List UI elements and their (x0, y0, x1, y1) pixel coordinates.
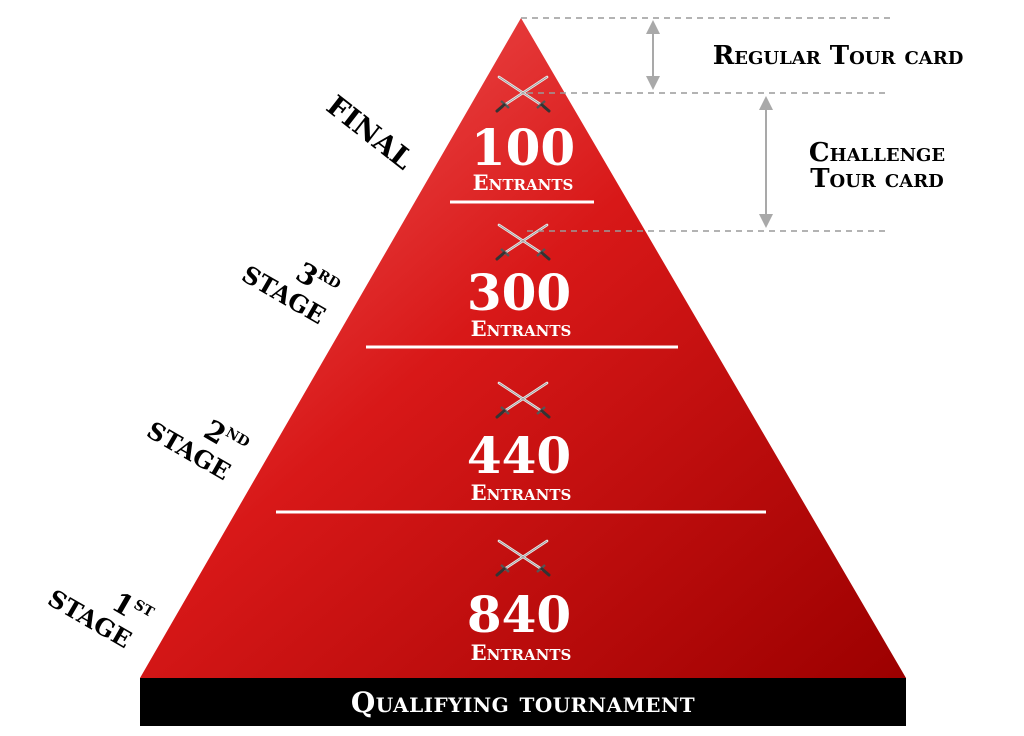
unit-first: Entrants (471, 640, 572, 665)
challenge-card-label-line1: Challenge (809, 138, 945, 168)
count-first: 840 (467, 585, 571, 644)
unit-second: Entrants (471, 480, 572, 505)
stage-label-first: 1ST STAGE (43, 583, 157, 654)
unit-third: Entrants (471, 316, 572, 341)
stage-name-final: FINAL (320, 89, 419, 177)
stage-label-final: FINAL (320, 89, 419, 177)
count-final: 100 (471, 118, 575, 177)
stage-label-third: 3RD STAGE (237, 256, 343, 331)
count-second: 440 (467, 426, 571, 485)
stage-label-second: 2ND STAGE (142, 413, 252, 486)
regular-card-label: Regular Tour card (713, 41, 964, 71)
unit-final: Entrants (473, 170, 574, 195)
challenge-card-label-line2: Tour card (810, 164, 944, 194)
regular-card-arrow (646, 20, 660, 90)
count-third: 300 (467, 263, 571, 322)
base-label: Qualifying tournament (351, 686, 695, 719)
base-bar (140, 678, 906, 726)
challenge-card-arrow (759, 96, 773, 228)
